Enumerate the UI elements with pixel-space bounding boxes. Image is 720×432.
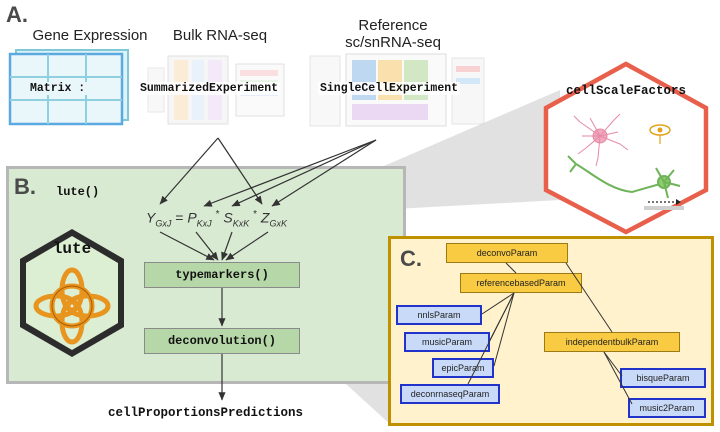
typemarkers-button[interactable]: typemarkers() <box>144 262 300 288</box>
epic-param-node[interactable]: epicParam <box>432 358 494 378</box>
deconvo-param-node[interactable]: deconvoParam <box>446 243 568 263</box>
eq-z: Z <box>260 209 270 226</box>
orange-cell-icon <box>649 124 671 144</box>
eq-p: P <box>187 209 197 226</box>
eq-p-sub: KxJ <box>196 218 212 229</box>
summarized-experiment-label: SummarizedExperiment <box>138 82 281 95</box>
equation: YGxJ = PKxJ * SKxK * ZGxK <box>146 209 287 228</box>
deconvolution-button[interactable]: deconvolution() <box>144 328 300 354</box>
hexagon-shape <box>543 61 709 235</box>
nnls-param-node[interactable]: nnlsParam <box>396 305 482 325</box>
lute-logo-text: lute <box>52 240 92 258</box>
neuron-cluster-icon <box>573 113 629 167</box>
single-cell-experiment-label: SingleCellExperiment <box>318 82 461 95</box>
referencebased-param-node[interactable]: referencebasedParam <box>460 273 582 293</box>
eq-star1: * <box>215 209 220 220</box>
matrix-label: Matrix : <box>28 82 88 95</box>
green-neuron-icon <box>567 155 681 199</box>
lute-function-label: lute() <box>56 185 100 199</box>
panel-c-letter: C. <box>400 246 422 271</box>
lute-logo: lute <box>16 226 128 360</box>
lute-logo-hexagon <box>20 229 124 357</box>
bulk-rnaseq-title: Bulk RNA-seq <box>172 27 268 44</box>
eq-y-sub: GxJ <box>155 218 172 229</box>
eq-star2: * <box>253 209 258 220</box>
panel-b-letter: B. <box>14 174 36 199</box>
music2-param-node[interactable]: music2Param <box>628 398 706 418</box>
scale-bar-icon <box>644 199 684 210</box>
eq-y: Y <box>146 209 156 226</box>
bisque-param-node[interactable]: bisqueParam <box>620 368 706 388</box>
deconrnaseq-param-node[interactable]: deconrnaseqParam <box>400 384 500 404</box>
eq-s: S <box>223 209 233 226</box>
cell-scale-factors-hexagon: cellScaleFactors <box>540 60 712 236</box>
gene-expression-title: Gene Expression <box>32 27 148 44</box>
cell-scale-factors-label: cellScaleFactors <box>565 84 687 98</box>
panel-a-letter: A. <box>6 2 28 27</box>
music-param-node[interactable]: musicParam <box>404 332 490 352</box>
cell-proportions-output: cellProportionsPredictions <box>108 406 304 420</box>
reference-title-line2: sc/snRNA-seq <box>345 34 441 51</box>
eq-s-sub: KxK <box>232 218 250 229</box>
independentbulk-param-node[interactable]: independentbulkParam <box>544 332 680 352</box>
eq-z-sub: GxK <box>269 218 287 229</box>
eq-equals: = <box>175 209 184 226</box>
reference-title-line1: Reference <box>358 17 428 34</box>
